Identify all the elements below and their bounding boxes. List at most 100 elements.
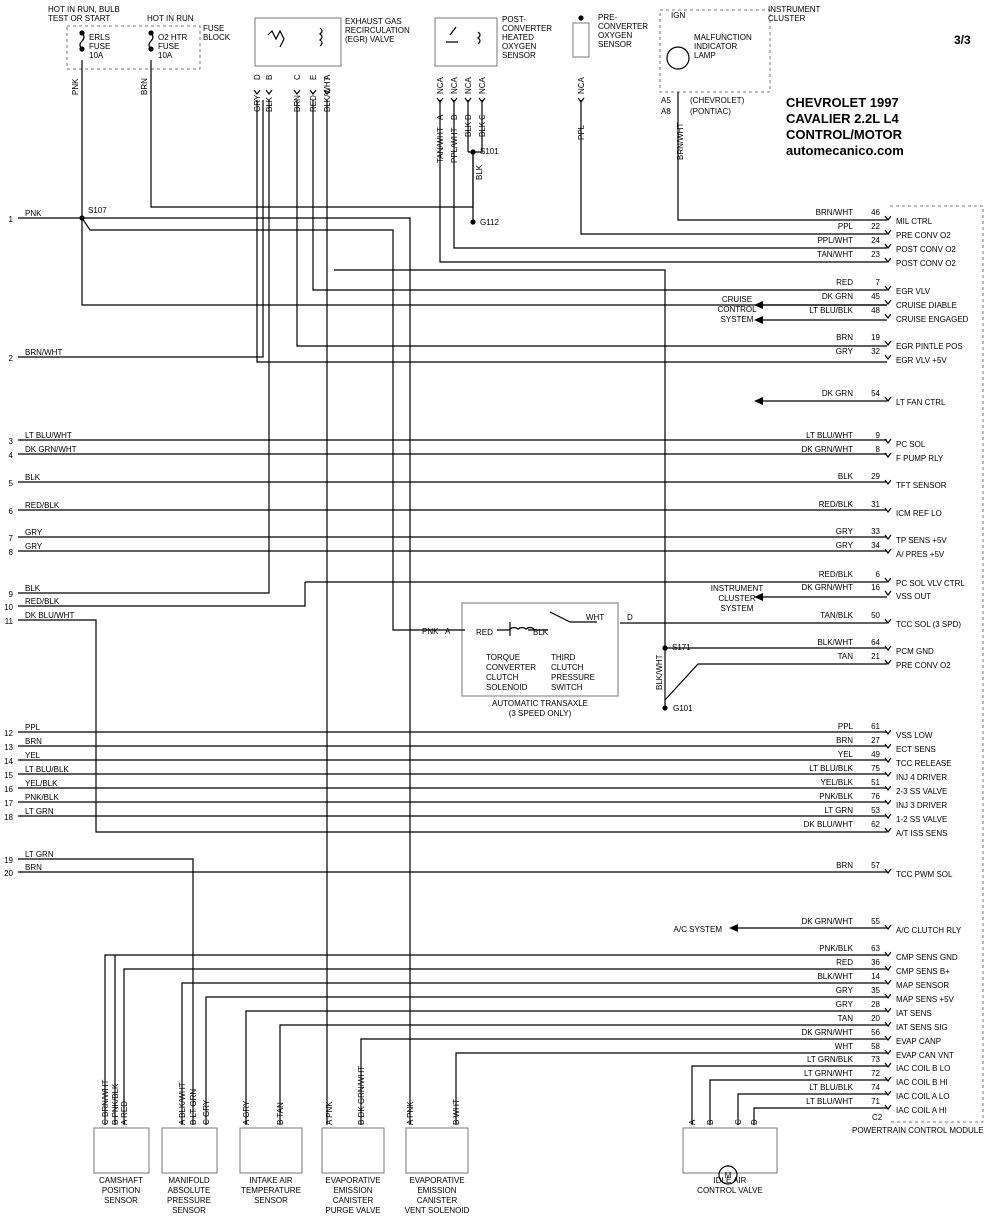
pcm-wire-color: YEL xyxy=(838,750,854,759)
connector-mark xyxy=(884,924,892,930)
connector-mark xyxy=(884,618,892,624)
post-o2-label: CONVERTER xyxy=(502,24,552,33)
pcm-wire-color: LT BLU/BLK xyxy=(809,764,853,773)
brnwht-egr xyxy=(18,100,264,358)
pre-o2-ppl xyxy=(580,100,887,235)
component-name: POSITION xyxy=(102,1186,140,1195)
terminal-wire-color: LT BLU/BLK xyxy=(25,765,69,774)
component-name: SENSOR xyxy=(172,1206,206,1215)
connector-mark xyxy=(309,89,317,95)
connector-mark xyxy=(884,1035,892,1041)
mil-brnwht xyxy=(677,92,887,221)
tx-left-label: CLUTCH xyxy=(486,673,519,682)
component-name: VENT SOLENOID xyxy=(405,1206,470,1215)
terminal-number: 18 xyxy=(4,813,13,822)
pcm-wire-color: LT GRN/WHT xyxy=(804,1069,853,1078)
tx-pnk: PNK xyxy=(422,627,439,636)
pcm-pin-function: A/ PRES +5V xyxy=(896,550,945,559)
pcm-wire-color: DK GRN xyxy=(822,292,853,301)
terminal-wire-color: BRN xyxy=(25,737,42,746)
post-o2-nca: NCA xyxy=(478,76,487,94)
pcm-pin-function: 1-2 SS VALVE xyxy=(896,815,947,824)
g101-ground xyxy=(662,705,668,711)
page-number: 3/3 xyxy=(954,33,971,47)
connector-mark xyxy=(884,534,892,540)
splice-dot xyxy=(148,30,154,36)
cluster-label: INSTRUMENT xyxy=(768,5,821,14)
component-box xyxy=(161,1127,218,1174)
terminal-wire-color: BLK xyxy=(25,584,41,593)
pcm-pin-number: 7 xyxy=(876,278,881,287)
component-pin-label: A PNK xyxy=(406,1101,415,1125)
fuse-label-left: HOT IN RUN, BULB xyxy=(48,5,120,14)
pcm-pin-number: 35 xyxy=(871,986,880,995)
component-pin-label: A xyxy=(688,1119,697,1125)
sensor-wire xyxy=(181,982,887,1125)
pcm-pin-function: TCC SOL (3 SPD) xyxy=(896,620,961,629)
terminal-number: 8 xyxy=(9,548,14,557)
connector-mark xyxy=(884,1090,892,1096)
pcm-pin-number: 48 xyxy=(871,306,880,315)
pcm-wire-color: WHT xyxy=(835,1042,853,1051)
component-pin-label: C xyxy=(734,1119,743,1125)
iac-motor-letter: M xyxy=(725,1171,732,1180)
connector-mark xyxy=(884,659,892,665)
component-name: SENSOR xyxy=(104,1196,138,1205)
pcm-pin-number: 34 xyxy=(871,541,880,550)
pcm-wire-color: DK GRN/WHT xyxy=(801,1028,853,1037)
terminal-wire-color: YEL xyxy=(25,751,41,760)
post-o2-sensor-box xyxy=(434,17,498,67)
fuse1-label: 10A xyxy=(89,51,104,60)
component-pin-label: A PNK xyxy=(325,1101,334,1125)
pcm-wire-color: PNK/BLK xyxy=(819,792,853,801)
cluster-ign: IGN xyxy=(671,11,685,20)
pcm-pin-function: EGR VLV xyxy=(896,287,931,296)
pcm-wire-color: LT BLU/WHT xyxy=(806,431,853,440)
fuse2-label: FUSE xyxy=(158,42,179,51)
sensor-wire xyxy=(245,1010,887,1125)
egr-pin: A xyxy=(323,74,332,80)
connector-mark xyxy=(884,299,892,305)
pcm-wire-color: PPL/WHT xyxy=(817,236,853,245)
pcm-wire-color: BLK/WHT xyxy=(817,638,853,647)
fuse1-label: FUSE xyxy=(89,42,110,51)
component-name: ABSOLUTE xyxy=(168,1186,211,1195)
pcm-pin-number: 8 xyxy=(876,445,881,454)
pcm-wire-color: DK GRN/WHT xyxy=(801,445,853,454)
terminal-number: 6 xyxy=(9,507,14,516)
pcm-pin-number: 57 xyxy=(871,861,880,870)
pcm-wire-color: TAN xyxy=(838,652,854,661)
egr-pin: B xyxy=(265,75,274,80)
sensor-wire xyxy=(691,1065,887,1125)
tx-left-label: CONVERTER xyxy=(486,663,536,672)
egr-wire-color: BLK/WHT xyxy=(323,76,332,112)
pcm-pin-number: 28 xyxy=(871,1000,880,1009)
connector-mark xyxy=(884,1062,892,1068)
component-pin-label: C BRN/WHT xyxy=(101,1080,110,1125)
terminal-number: 16 xyxy=(4,785,13,794)
pcm-wire-color: BRN xyxy=(836,736,853,745)
mil-lamp xyxy=(666,46,690,70)
terminal-number: 4 xyxy=(9,451,14,460)
fuse-label-right: FUSE xyxy=(203,24,224,33)
pcm-pin-number: 16 xyxy=(871,583,880,592)
component-name: EMISSION xyxy=(417,1186,456,1195)
egr-blk xyxy=(18,100,270,594)
mil-label: MALFUNCTION xyxy=(694,33,752,42)
connector-mark xyxy=(884,743,892,749)
connector-mark xyxy=(884,354,892,360)
pre-o2-nca: NCA xyxy=(577,76,586,94)
pcm-pin-function: INJ 4 DRIVER xyxy=(896,773,947,782)
cluster-system-label: CLUSTER xyxy=(718,594,756,603)
pcm-wire-color: LT BLU/BLK xyxy=(809,1083,853,1092)
connector-mark xyxy=(884,479,892,485)
terminal-wire-color: BRN/WHT xyxy=(25,348,62,357)
g101-label: G101 xyxy=(673,704,693,713)
cluster-label: CLUSTER xyxy=(768,14,806,23)
terminal-wire-color: RED/BLK xyxy=(25,597,60,606)
pcm-wire-color: RED xyxy=(836,958,853,967)
pnk-down xyxy=(82,217,411,1125)
egr-label: EXHAUST GAS xyxy=(345,17,402,26)
pcm-pin-number: 29 xyxy=(871,472,880,481)
terminal-wire-color: GRY xyxy=(25,542,43,551)
